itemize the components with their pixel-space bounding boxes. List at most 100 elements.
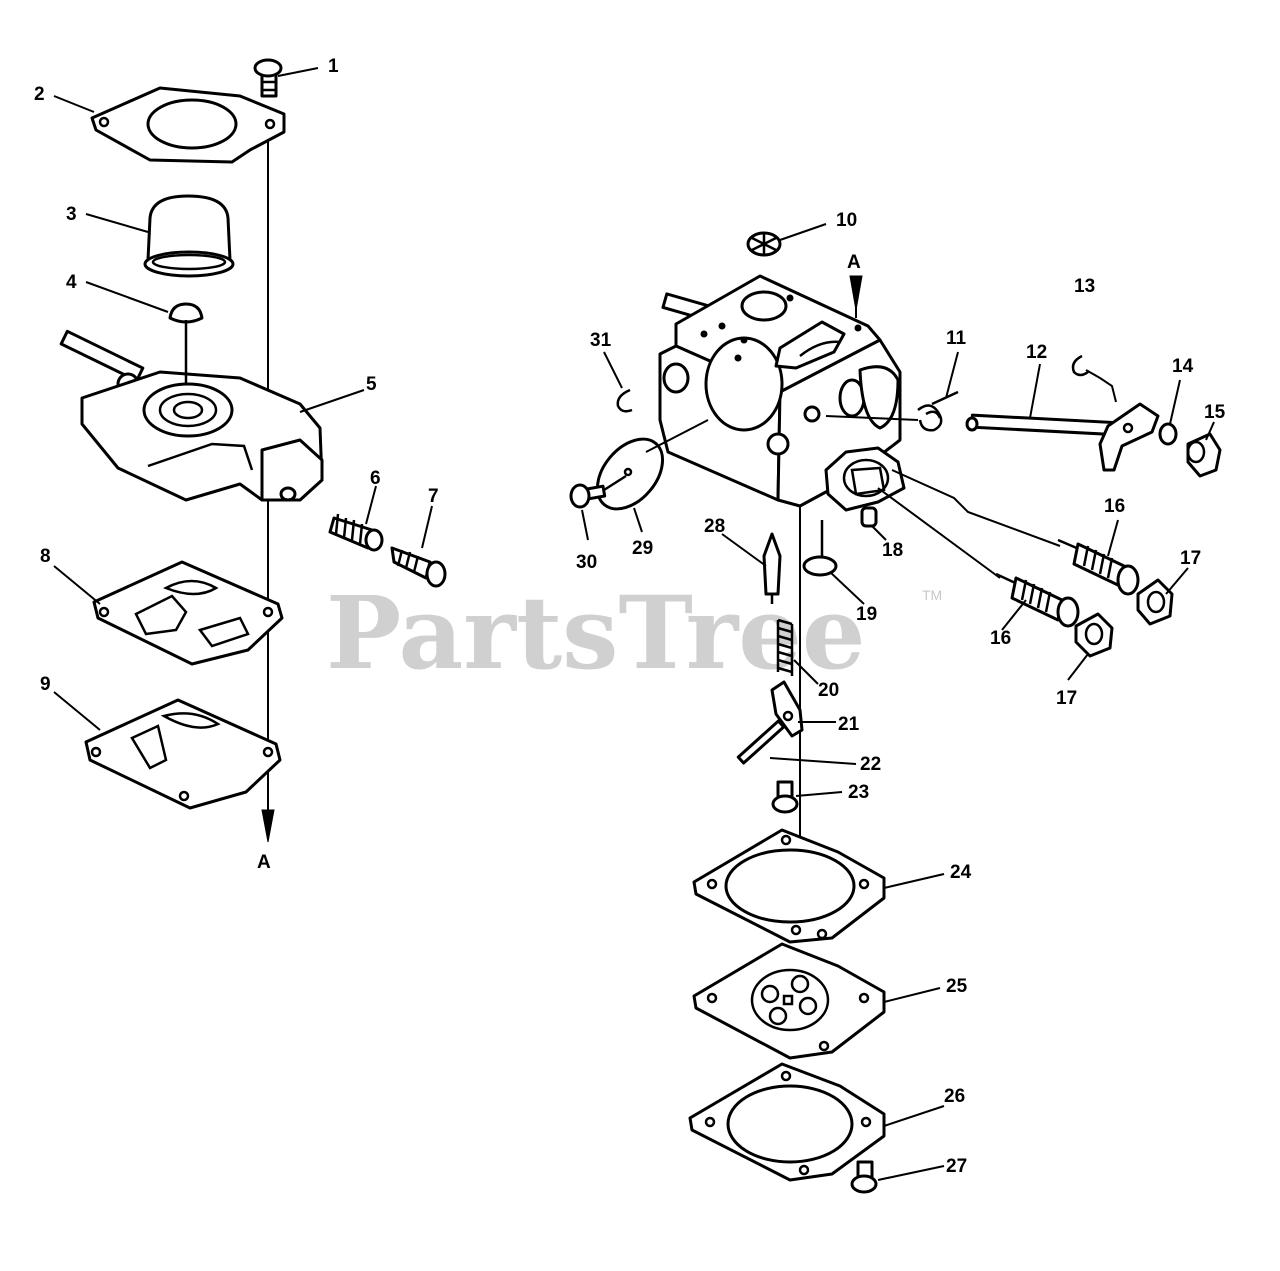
callout-12: 12 (1026, 342, 1047, 363)
callout-28: 28 (704, 516, 725, 537)
callout-30: 30 (576, 552, 597, 573)
callout-17-lower: 17 (1056, 688, 1077, 709)
leader-11 (945, 351, 959, 399)
callout-6: 6 (370, 468, 381, 489)
leader-17b (1067, 653, 1089, 681)
part-1-screw (253, 58, 283, 98)
leader-12 (1029, 363, 1041, 419)
callout-13: 13 (1074, 276, 1095, 297)
callout-8: 8 (40, 546, 51, 567)
leader-3 (85, 213, 149, 233)
part-14-washer (1158, 422, 1178, 446)
leader-1 (277, 67, 319, 77)
callout-20: 20 (818, 680, 839, 701)
callout-10: 10 (836, 210, 857, 231)
callout-19: 19 (856, 604, 877, 625)
leader-31 (603, 351, 623, 389)
callout-25: 25 (946, 976, 968, 997)
part-3-primer-bulb (143, 194, 235, 278)
leader-28 (721, 533, 767, 567)
leader-16b (1001, 599, 1027, 631)
leader-9 (53, 691, 101, 731)
leader-25 (883, 987, 941, 1003)
leader-2 (53, 95, 95, 113)
leader-27 (877, 1165, 945, 1181)
leader-29 (633, 507, 643, 533)
callout-23: 23 (848, 782, 869, 803)
part-6-spring (328, 513, 384, 552)
part-24-gasket (692, 828, 886, 944)
part-23-screw (771, 780, 799, 814)
leader-14 (1169, 379, 1181, 425)
leader-24 (883, 873, 945, 889)
leader-17a (1165, 567, 1189, 595)
part-19-screen (802, 520, 838, 577)
part-15-nut (1186, 432, 1222, 478)
part-12-throttle-shaft (965, 402, 1160, 472)
part-25-diaphragm (692, 942, 886, 1060)
part-26-cover (688, 1062, 886, 1182)
leader-20 (793, 659, 819, 685)
part-28-inlet-needle (762, 532, 782, 604)
callout-22: 22 (860, 754, 881, 775)
part-31-clip (616, 388, 633, 413)
part-16-needle-high (995, 572, 1080, 628)
callout-labels: 1 2 3 4 5 6 7 8 9 10 11 12 13 14 15 16 1… (34, 56, 1226, 1177)
callout-4: 4 (66, 272, 77, 293)
part-20-spring (776, 618, 794, 676)
part-18-plug (860, 506, 878, 528)
part-9-gasket (84, 698, 282, 810)
carburetor-body (658, 274, 906, 512)
callout-15: 15 (1204, 402, 1226, 423)
watermark-brand: PartsTree (326, 574, 866, 692)
leader-29-body (645, 419, 709, 453)
leader-23 (795, 791, 843, 797)
part-11-spring (917, 390, 959, 432)
part-8-gasket (92, 560, 284, 666)
callout-3: 3 (66, 204, 77, 225)
part-5-pump-body (59, 320, 324, 502)
leader-8 (53, 565, 101, 605)
part-17-cap-upper (1136, 578, 1174, 626)
leader-7 (421, 505, 433, 549)
callout-5: 5 (366, 374, 377, 395)
part-13-clip (1071, 354, 1117, 403)
part-29-plate (595, 437, 665, 511)
callout-21: 21 (838, 714, 860, 735)
leader-30 (581, 509, 589, 541)
right-assembly: A (569, 223, 1222, 1194)
axis-label-right: A (847, 252, 861, 273)
leader-10 (779, 223, 827, 241)
part-16-needle-low (1057, 538, 1140, 596)
callout-14: 14 (1172, 356, 1194, 377)
part-7-needle (390, 546, 447, 588)
leader-16a (1107, 519, 1119, 557)
axis-label-left: A (257, 852, 271, 873)
leader-18 (871, 525, 887, 541)
leader-6 (365, 485, 377, 525)
part-27-screw (850, 1160, 878, 1194)
part-21-metering-lever (770, 680, 804, 738)
axis-arrow-left (261, 809, 275, 843)
leader-5 (299, 389, 365, 413)
part-17-cap-lower (1074, 612, 1114, 658)
left-assembly: A (53, 58, 447, 873)
part-10-filter-screen (746, 231, 782, 257)
callout-9: 9 (40, 674, 51, 695)
callout-1: 1 (328, 56, 339, 77)
callout-7: 7 (428, 486, 439, 507)
leader-26 (883, 1105, 945, 1127)
callout-18: 18 (882, 540, 903, 561)
callout-26: 26 (944, 1086, 965, 1107)
callout-16-upper: 16 (1104, 496, 1125, 517)
watermark-trademark: TM (922, 587, 942, 603)
part-4-valve (168, 302, 204, 324)
callout-27: 27 (946, 1156, 967, 1177)
callout-2: 2 (34, 84, 45, 105)
callout-24: 24 (950, 862, 972, 883)
leader-22 (769, 757, 857, 765)
part-22-pin (736, 719, 786, 765)
callout-31: 31 (590, 330, 612, 351)
callout-16-lower: 16 (990, 628, 1011, 649)
